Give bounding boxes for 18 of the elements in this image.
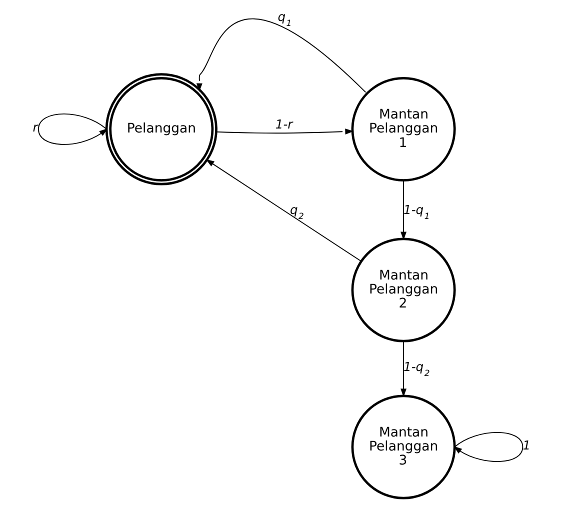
node-circle: Mantan Pelanggan 2 xyxy=(350,238,456,342)
arrow xyxy=(215,128,354,135)
arrow xyxy=(452,432,523,462)
edge-label: 1-r xyxy=(274,118,292,132)
node-circle: Mantan Pelanggan 1 xyxy=(350,76,456,182)
edge-label: q$_{1}$ xyxy=(277,10,292,29)
arrow xyxy=(205,159,362,262)
arrow xyxy=(400,340,406,398)
edge-label: q$_{2}$ xyxy=(290,202,304,222)
arrow xyxy=(37,113,108,145)
node-circle: Mantan Pelanggan 3 xyxy=(350,394,456,500)
node-circle: Pelanggan xyxy=(104,73,217,186)
arrow xyxy=(196,18,366,93)
edge-label: 1-q$_{2}$ xyxy=(403,360,430,379)
edge-label: r xyxy=(32,120,38,134)
edge-label: 1-q$_{1}$ xyxy=(403,202,430,222)
edge-label: 1 xyxy=(522,438,530,452)
arrow xyxy=(400,180,406,240)
